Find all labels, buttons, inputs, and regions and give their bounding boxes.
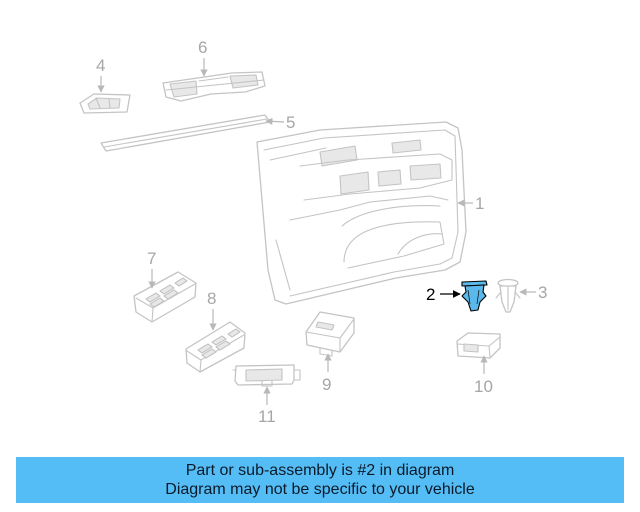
callout-8: 8 <box>207 289 217 331</box>
part-4-handle-bezel[interactable] <box>79 93 131 114</box>
part-3-push-pin-clip[interactable] <box>495 278 521 313</box>
callout-11: 11 <box>258 386 276 426</box>
part-11-module[interactable] <box>232 364 301 387</box>
part-7-master-window-switch[interactable] <box>133 271 197 323</box>
info-banner: Part or sub-assembly is #2 in diagram Di… <box>16 457 624 503</box>
callout-1: 1 <box>457 194 484 213</box>
part-5-belt-weatherstrip[interactable] <box>100 114 271 152</box>
callout-10-label: 10 <box>474 377 493 396</box>
callout-9-label: 9 <box>322 375 331 394</box>
callout-1-label: 1 <box>475 194 484 213</box>
part-1-door-trim-panel[interactable] <box>256 121 467 305</box>
banner-line-1: Part or sub-assembly is #2 in diagram <box>185 462 455 479</box>
part-8-window-switch-bezel[interactable] <box>185 321 246 373</box>
callout-2-label: 2 <box>426 285 435 304</box>
callout-9: 9 <box>322 353 332 394</box>
callout-7: 7 <box>147 249 156 289</box>
part-9-switch[interactable] <box>305 311 355 357</box>
callout-4-label: 4 <box>96 56 105 75</box>
callout-4: 4 <box>96 56 105 93</box>
callout-5: 5 <box>265 113 295 132</box>
callout-3: 3 <box>519 283 547 302</box>
callout-6-label: 6 <box>198 38 207 57</box>
callout-11-label: 11 <box>258 407 276 426</box>
banner-line-2: Diagram may not be specific to your vehi… <box>165 481 475 498</box>
callout-8-label: 8 <box>207 289 216 308</box>
callout-5-label: 5 <box>286 113 295 132</box>
parts-diagram: 4 6 5 1 <box>79 38 547 426</box>
callout-3-label: 3 <box>538 283 547 302</box>
part-2-trim-panel-clip[interactable] <box>461 280 488 312</box>
callout-7-label: 7 <box>147 249 156 268</box>
part-6-armrest[interactable] <box>162 71 266 102</box>
callout-6: 6 <box>198 38 208 77</box>
callout-2: 2 <box>426 285 461 304</box>
callout-10: 10 <box>474 355 493 396</box>
part-10-switch-module[interactable] <box>456 332 501 359</box>
